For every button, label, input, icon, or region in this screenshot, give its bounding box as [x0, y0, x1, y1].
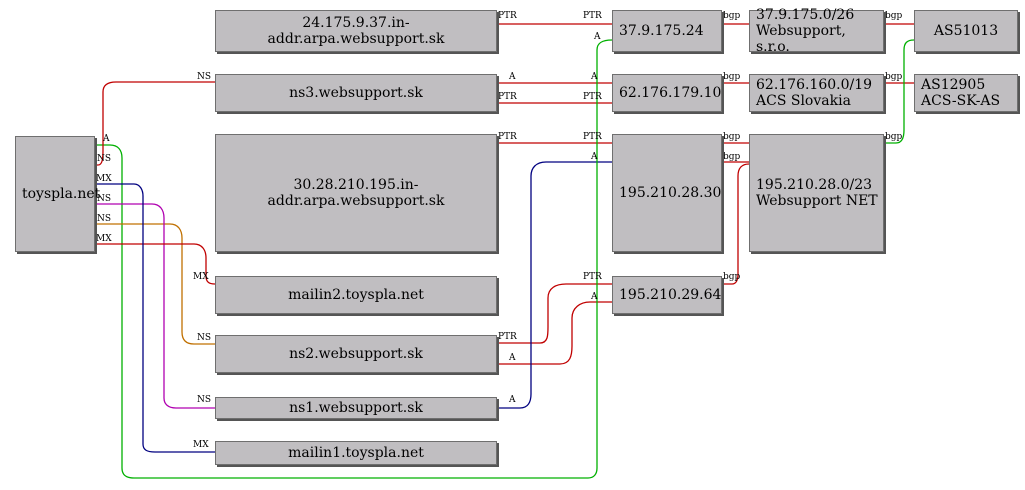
label-ns: NS	[97, 154, 112, 164]
label-ptr: PTR	[583, 132, 602, 142]
edge-mx-toyspla-mailin1	[95, 183, 215, 453]
node-arpa37[interactable]: 24.175.9.37.in-addr.arpa.websupport.sk	[215, 10, 497, 52]
node-ns2[interactable]: ns2.websupport.sk	[215, 335, 497, 373]
label-ns: NS	[97, 214, 112, 224]
label-ptr: PTR	[498, 11, 517, 21]
node-label: toyspla.net	[22, 186, 101, 202]
node-ns1[interactable]: ns1.websupport.sk	[215, 397, 497, 419]
node-label-line1: 62.176.160.0/19	[756, 77, 873, 93]
label-ptr: PTR	[498, 332, 517, 342]
node-label-line2: Websupport NET	[756, 193, 878, 209]
node-label: 195.210.29.64	[619, 287, 722, 303]
label-mx: MX	[193, 272, 209, 282]
label-a: A	[594, 32, 601, 42]
label-ns: NS	[197, 72, 212, 82]
label-ptr: PTR	[583, 272, 602, 282]
label-ns: NS	[197, 395, 212, 405]
node-label: ns3.websupport.sk	[289, 85, 423, 101]
label-bgp: bgp	[723, 72, 741, 82]
label-ptr: PTR	[498, 92, 517, 102]
label-bgp: bgp	[723, 152, 741, 162]
node-label: 62.176.179.10	[619, 85, 722, 101]
node-toyspla[interactable]: toyspla.net	[15, 136, 100, 252]
label-a: A	[591, 72, 598, 82]
node-net37[interactable]: 37.9.175.0/26 Websupport, s.r.o.	[749, 7, 884, 55]
node-label: 30.28.210.195.in-addr.arpa.websupport.sk	[267, 177, 445, 209]
label-bgp: bgp	[885, 132, 903, 142]
label-mx: MX	[96, 174, 112, 184]
node-label: ns1.websupport.sk	[289, 400, 423, 416]
label-mx: MX	[96, 234, 112, 244]
node-label: 24.175.9.37.in-addr.arpa.websupport.sk	[267, 15, 445, 47]
label-bgp: bgp	[885, 72, 903, 82]
edge-ns-toyspla-ns2	[95, 223, 215, 345]
node-net195[interactable]: 195.210.28.0/23 Websupport NET	[749, 134, 884, 252]
node-label: 37.9.175.24	[619, 23, 704, 39]
node-ip195b[interactable]: 195.210.29.64	[612, 276, 722, 314]
node-mailin2[interactable]: mailin2.toyspla.net	[215, 276, 497, 314]
label-mx: MX	[193, 440, 209, 450]
node-label-line1: 195.210.28.0/23	[756, 177, 873, 193]
label-bgp: bgp	[885, 11, 903, 21]
label-a: A	[509, 353, 516, 363]
label-a: A	[509, 395, 516, 405]
node-label-line2: Websupport, s.r.o.	[756, 23, 846, 55]
node-mailin1[interactable]: mailin1.toyspla.net	[215, 441, 497, 465]
label-bgp: bgp	[723, 272, 741, 282]
node-ip62[interactable]: 62.176.179.10	[612, 74, 722, 112]
node-ip37[interactable]: 37.9.175.24	[612, 10, 722, 52]
label-ns: NS	[197, 333, 212, 343]
node-label-line2: ACS-SK-AS	[921, 93, 1001, 109]
node-label: mailin1.toyspla.net	[288, 445, 424, 461]
edge-a-toyspla-ip37	[95, 39, 613, 479]
label-a: A	[103, 134, 110, 144]
node-as12905[interactable]: AS12905 ACS-SK-AS	[914, 74, 1018, 112]
label-ns: NS	[97, 194, 112, 204]
edge-ns-toyspla-ns1	[95, 203, 215, 409]
node-label: mailin2.toyspla.net	[288, 287, 424, 303]
edge-a-ns1-ip195a	[497, 161, 612, 409]
label-a: A	[509, 72, 516, 82]
label-bgp: bgp	[723, 132, 741, 142]
label-ptr: PTR	[498, 132, 517, 142]
node-label: 195.210.28.30	[619, 185, 722, 201]
node-label-line2: ACS Slovakia	[756, 93, 851, 109]
node-label-line1: AS12905	[921, 77, 986, 93]
node-label-line1: 37.9.175.0/26	[756, 7, 855, 23]
edge-bgp-net195-as51013	[884, 39, 915, 144]
label-bgp: bgp	[723, 11, 741, 21]
edge-a-ns2-ip195b	[497, 301, 612, 365]
edge-ptr-ns2-ip195b	[497, 283, 612, 344]
edge-ns-toyspla-ns3	[95, 81, 215, 166]
node-net62[interactable]: 62.176.160.0/19 ACS Slovakia	[749, 74, 884, 112]
label-a: A	[591, 152, 598, 162]
node-ip195a[interactable]: 195.210.28.30	[612, 134, 722, 252]
node-ns3[interactable]: ns3.websupport.sk	[215, 74, 497, 112]
node-as51013[interactable]: AS51013	[914, 10, 1018, 52]
node-label: AS51013	[933, 23, 999, 39]
label-ptr: PTR	[583, 92, 602, 102]
label-ptr: PTR	[583, 11, 602, 21]
label-a: A	[591, 292, 598, 302]
node-label: ns2.websupport.sk	[289, 346, 423, 362]
node-arpa30[interactable]: 30.28.210.195.in-addr.arpa.websupport.sk	[215, 134, 497, 252]
edge-bgp-ip195b-net195	[723, 163, 750, 285]
edge-mx-toyspla-mailin2	[95, 243, 216, 285]
